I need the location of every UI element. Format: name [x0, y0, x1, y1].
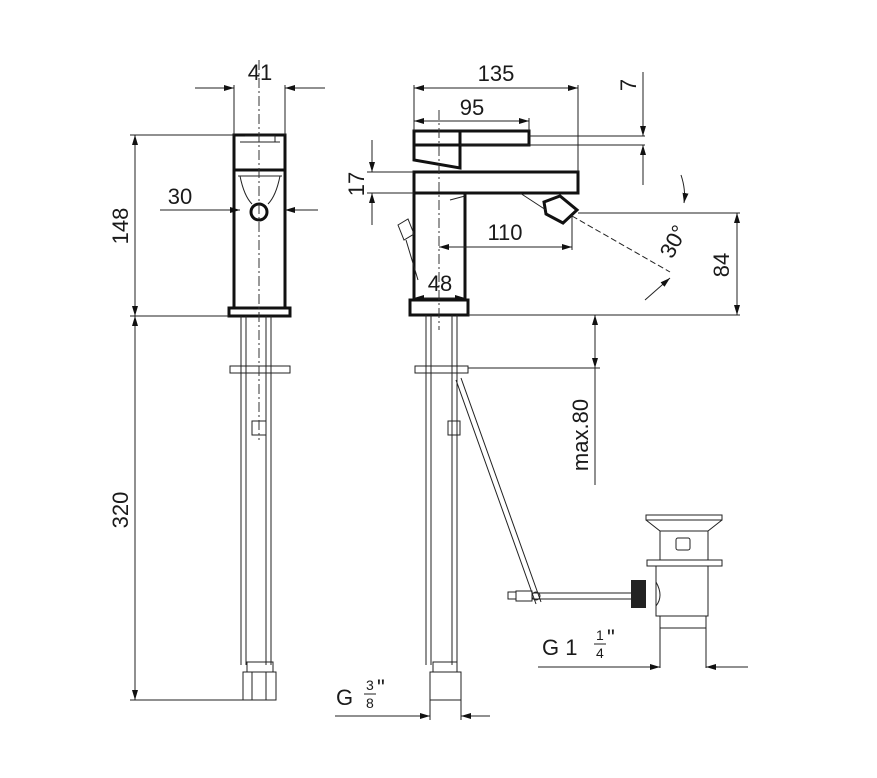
- waste-drain: [631, 514, 723, 668]
- waste-thread-prefix: G 1: [542, 635, 577, 660]
- dim-30-degrees: 30°: [655, 221, 693, 262]
- dim-110: 110: [487, 220, 522, 245]
- dim-41: 41: [248, 60, 272, 85]
- dim-84: 84: [709, 253, 734, 277]
- inlet-thread-prefix: G: [336, 685, 353, 710]
- dim-135: 135: [478, 61, 515, 86]
- waste-thread-suffix: ": [607, 625, 615, 650]
- front-view: [397, 110, 723, 701]
- inlet-thread-denominator: 8: [366, 695, 374, 711]
- dim-7: 7: [616, 79, 641, 91]
- waste-thread-denominator: 4: [596, 645, 604, 661]
- inlet-thread-numerator: 3: [366, 677, 374, 693]
- dim-48: 48: [428, 271, 452, 296]
- dim-17: 17: [344, 172, 369, 196]
- side-view: [227, 60, 292, 701]
- dim-max-80: max.80: [568, 399, 593, 471]
- dim-30: 30: [168, 184, 192, 209]
- dim-320: 320: [108, 492, 133, 529]
- side-dimensions: 41 148 320 30: [108, 60, 325, 701]
- front-dimensions: 135 95 7 17 110 48 84 30° max.80 G 3: [335, 61, 748, 720]
- inlet-thread-suffix: ": [377, 675, 385, 700]
- dim-95: 95: [460, 95, 484, 120]
- dim-148: 148: [108, 208, 133, 245]
- waste-thread-numerator: 1: [596, 627, 604, 643]
